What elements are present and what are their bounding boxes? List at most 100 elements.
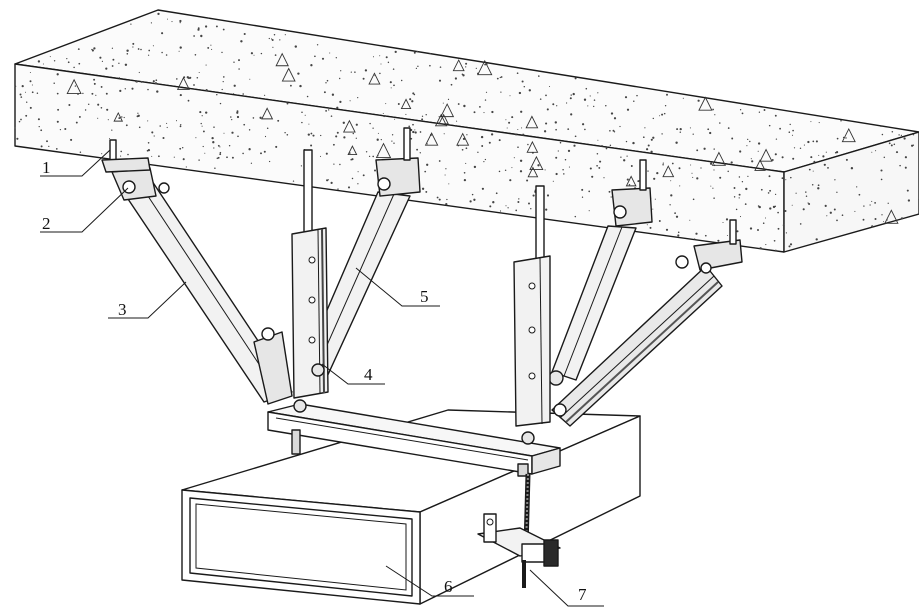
aggregate-dot (124, 63, 128, 66)
aggregate-dot (713, 197, 715, 199)
aggregate-dot (137, 48, 140, 50)
aggregate-dot (243, 123, 246, 126)
aggregate-dot (519, 159, 523, 162)
aggregate-dot (166, 18, 169, 20)
aggregate-dot (779, 127, 781, 130)
aggregate-dot (306, 95, 309, 98)
aggregate-dot (528, 89, 531, 92)
aggregate-dot (649, 226, 652, 229)
aggregate-dot (343, 136, 346, 139)
aggregate-dot (827, 167, 829, 169)
aggregate-dot (747, 175, 749, 178)
aggregate-dot (74, 85, 77, 87)
aggregate-dot (769, 207, 772, 210)
aggregate-dot (372, 56, 375, 58)
aggregate-dot (546, 108, 549, 111)
aggregate-dot (421, 115, 424, 117)
aggregate-dot (82, 92, 84, 95)
aggregate-dot (811, 183, 814, 186)
aggregate-dot (127, 153, 129, 156)
aggregate-dot (409, 98, 412, 101)
aggregate-dot (380, 63, 382, 65)
aggregate-dot (73, 66, 75, 69)
aggregate-dot (233, 84, 236, 87)
aggregate-dot (271, 39, 274, 41)
aggregate-dot (652, 136, 655, 139)
aggregate-dot (678, 167, 681, 170)
aggregate-dot (520, 110, 523, 113)
aggregate-dot (596, 164, 598, 167)
aggregate-stone (662, 165, 675, 178)
aggregate-dot (513, 157, 515, 159)
aggregate-dot (77, 48, 80, 51)
aggregate-dot (201, 115, 203, 117)
aggregate-dot (424, 170, 427, 173)
aggregate-dot (333, 163, 335, 165)
aggregate-dot (818, 122, 820, 124)
aggregate-dot (891, 131, 894, 133)
aggregate-stone (841, 127, 856, 143)
aggregate-dot (182, 158, 185, 161)
aggregate-dot (807, 140, 810, 144)
aggregate-dot (216, 93, 218, 96)
aggregate-dot (355, 123, 358, 126)
aggregate-dot (802, 208, 805, 211)
aggregate-dot (562, 169, 564, 171)
aggregate-dot (138, 126, 141, 129)
aggregate-dot (205, 64, 207, 66)
aggregate-dot (466, 134, 468, 136)
aggregate-dot (379, 72, 381, 75)
aggregate-dot (613, 131, 616, 133)
aggregate-dot (87, 103, 90, 106)
aggregate-dot (473, 111, 476, 114)
aggregate-dot (335, 57, 337, 59)
aggregate-dot (382, 112, 384, 115)
aggregate-dot (906, 189, 909, 192)
aggregate-dot (480, 135, 484, 139)
aggregate-dot (481, 145, 484, 147)
aggregate-dot (159, 125, 161, 127)
aggregate-dot (518, 91, 522, 95)
aggregate-dot (750, 158, 752, 160)
aggregate-dot (703, 147, 706, 150)
aggregate-dot (204, 25, 208, 28)
aggregate-dot (714, 114, 716, 116)
aggregate-dot (763, 109, 766, 111)
aggregate-dot (588, 210, 590, 212)
aggregate-dot (134, 80, 137, 83)
aggregate-dot (744, 203, 747, 205)
aggregate-dot (515, 133, 517, 136)
aggregate-dot (118, 117, 121, 120)
aggregate-dot (813, 160, 816, 163)
aggregate-dot (463, 178, 467, 182)
aggregate-dot (219, 153, 222, 156)
aggregate-dot (785, 179, 787, 181)
aggregate-dot (507, 207, 509, 209)
aggregate-dot (545, 122, 548, 125)
aggregate-dot (670, 180, 672, 182)
aggregate-dot (183, 76, 186, 79)
aggregate-dot (829, 211, 832, 214)
aggregate-dot (56, 92, 59, 95)
aggregate-dot (347, 186, 351, 189)
aggregate-dot (662, 162, 664, 164)
aggregate-dot (757, 205, 760, 207)
aggregate-dot (182, 147, 184, 149)
aggregate-dot (791, 204, 793, 206)
aggregate-dot (444, 174, 446, 176)
aggregate-dot (217, 144, 220, 147)
aggregate-dot (522, 133, 525, 136)
aggregate-dot (581, 188, 584, 191)
aggregate-dot (414, 131, 417, 134)
aggregate-dot (826, 215, 828, 217)
aggregate-dot (326, 179, 329, 182)
aggregate-dot (636, 94, 638, 97)
aggregate-dot (119, 89, 122, 93)
aggregate-dot (665, 228, 669, 231)
aggregate-dot (574, 77, 577, 80)
aggregate-dot (126, 53, 129, 55)
aggregate-dot (557, 150, 559, 152)
aggregate-dot (380, 138, 382, 141)
aggregate-dot (31, 91, 34, 94)
